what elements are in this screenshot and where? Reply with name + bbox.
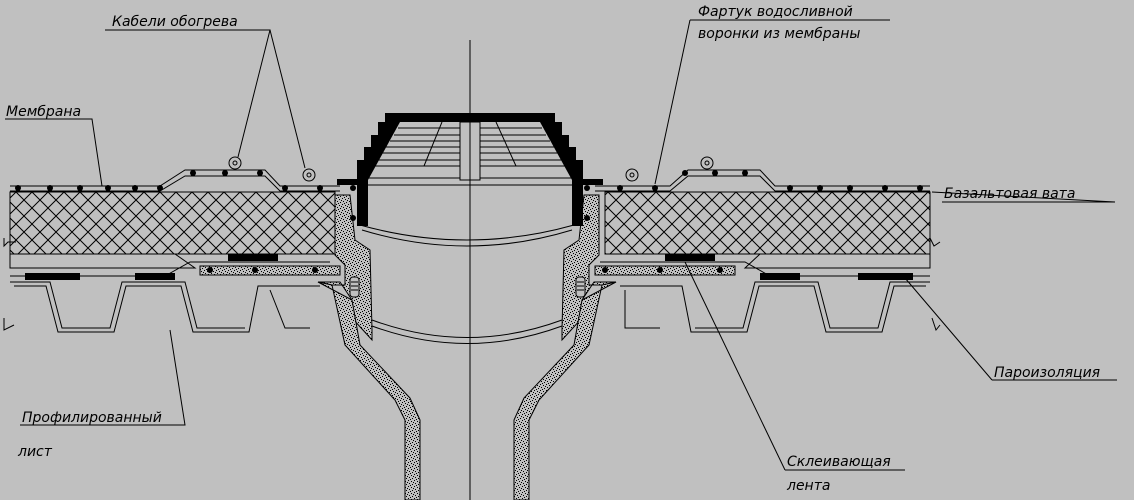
label-vapor-barrier: Пароизоляция xyxy=(994,365,1100,381)
vapor-barrier xyxy=(10,254,930,280)
heating-cables xyxy=(228,156,714,182)
label-profiled-sheet-line1: Профилированный xyxy=(22,410,162,426)
label-heating-cables: Кабели обогрева xyxy=(112,14,238,30)
label-basalt-wool: Базальтовая вата xyxy=(944,186,1075,202)
section-break-marks xyxy=(3,237,941,332)
basalt-wool-insulation xyxy=(9,191,931,269)
membrane-fasteners xyxy=(15,170,923,191)
label-apron-line2: воронки из мембраны xyxy=(698,26,860,42)
drain-funnel xyxy=(317,194,617,500)
label-adhesive-tape-line2: лента xyxy=(786,478,830,494)
label-adhesive-tape-line1: Склеивающая xyxy=(787,454,891,470)
leader-lines xyxy=(5,19,1117,471)
profiled-sheet xyxy=(10,281,930,333)
label-apron-line1: Фартук водосливной xyxy=(698,4,853,20)
label-membrane: Мембрана xyxy=(6,104,81,120)
label-profiled-sheet-line2: лист xyxy=(17,444,53,460)
